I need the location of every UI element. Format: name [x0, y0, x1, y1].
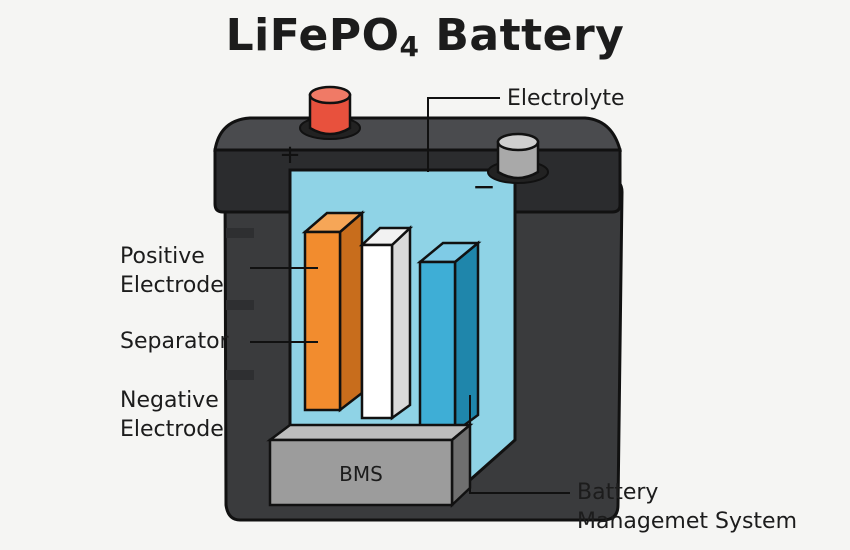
page-title: LiFePO4 Battery: [0, 10, 850, 63]
negative-terminal-cap: [496, 132, 540, 152]
leader-electrolyte: [427, 97, 500, 172]
label-negative-line1: Negative: [120, 388, 219, 413]
negative-terminal: [496, 140, 540, 180]
casing-stripe: [226, 228, 254, 238]
label-bms-line2: Managemet System: [577, 509, 798, 534]
label-positive-line1: Positive: [120, 244, 205, 269]
label-electrolyte-text: Electrolyte: [507, 86, 625, 111]
battery-lid-top: [213, 116, 622, 152]
label-separator: Separator: [120, 327, 229, 356]
label-negative-line2: Electrode: [120, 417, 224, 442]
title-subscript: 4: [399, 30, 420, 63]
positive-electrode: [303, 230, 342, 412]
label-negative-electrode: Negative Electrode: [120, 386, 224, 444]
label-separator-text: Separator: [120, 329, 229, 354]
separator: [360, 243, 394, 420]
casing-stripe: [226, 300, 254, 310]
negative-electrode: [418, 260, 457, 434]
casing-stripe: [226, 370, 254, 380]
label-bms-line1: Battery: [577, 480, 659, 505]
leader-bms: [469, 395, 570, 494]
label-electrolyte: Electrolyte: [507, 84, 625, 113]
positive-terminal: [308, 93, 352, 136]
label-positive-line2: Electrode: [120, 273, 224, 298]
bms-plate: [268, 438, 454, 507]
separator-side: [390, 225, 412, 421]
title-rest: Battery: [419, 10, 625, 61]
positive-electrode-side: [338, 210, 364, 413]
bms-plate-label: BMS: [339, 462, 383, 486]
positive-symbol: +: [279, 140, 301, 170]
negative-electrode-side: [453, 240, 480, 435]
label-positive-electrode: Positive Electrode: [120, 242, 224, 300]
negative-symbol: −: [472, 170, 495, 203]
positive-terminal-cap: [308, 85, 352, 105]
title-main: LiFePO: [225, 10, 400, 61]
bms-plate-top: [266, 423, 474, 442]
label-bms: Battery Managemet System: [577, 478, 797, 536]
